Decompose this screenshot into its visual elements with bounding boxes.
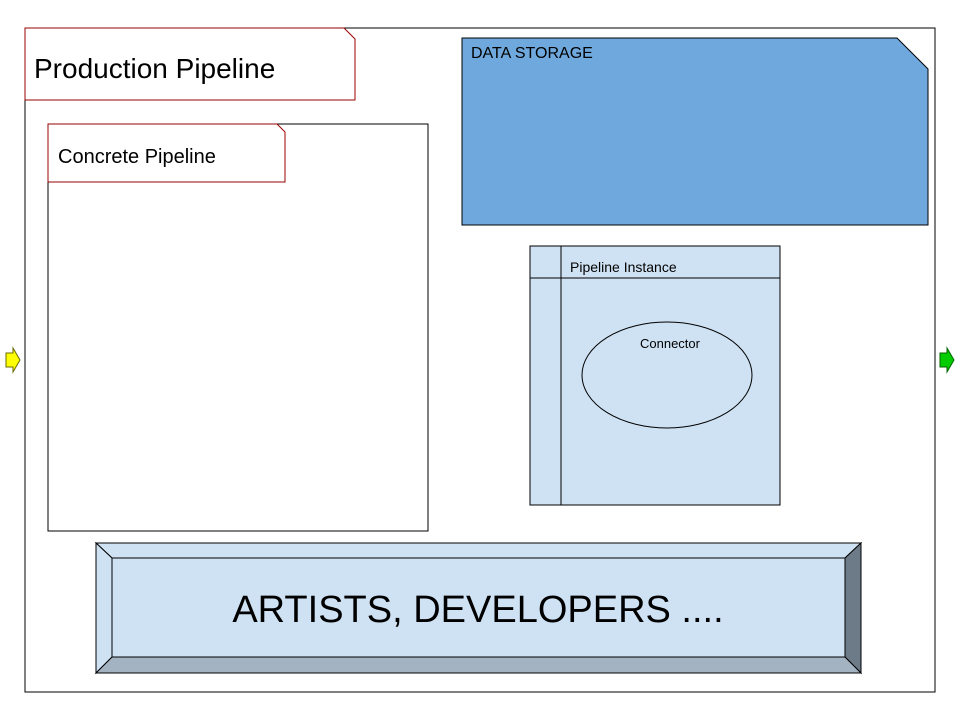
users-bar-bevel-top: [94, 542, 863, 559]
users-bar: ARTISTS, DEVELOPERS ....: [94, 541, 863, 675]
pipeline-instance-title: Pipeline Instance: [570, 259, 677, 275]
users-bar-label: ARTISTS, DEVELOPERS ....: [232, 589, 723, 631]
concrete-pipeline-title: Concrete Pipeline: [58, 146, 216, 168]
data-storage-label: DATA STORAGE: [471, 45, 593, 62]
connector-label: Connector: [640, 336, 701, 351]
users-bar-face: [111, 557, 846, 658]
concrete-pipeline-title-tab: [47, 123, 286, 183]
users-bar-bevel-right: [844, 541, 862, 675]
input-port-arrow-icon: [5, 346, 21, 374]
production-pipeline-title-tab: [24, 27, 356, 101]
connector-ellipse: [581, 321, 753, 429]
users-bar-bevel-bottom: [94, 656, 863, 674]
users-bar-bevel-left: [95, 541, 113, 675]
concrete-pipeline-box: [47, 123, 429, 532]
production-pipeline-title: Production Pipeline: [34, 53, 275, 84]
data-storage-card: [461, 37, 929, 226]
output-port-arrow-icon: [939, 346, 955, 374]
